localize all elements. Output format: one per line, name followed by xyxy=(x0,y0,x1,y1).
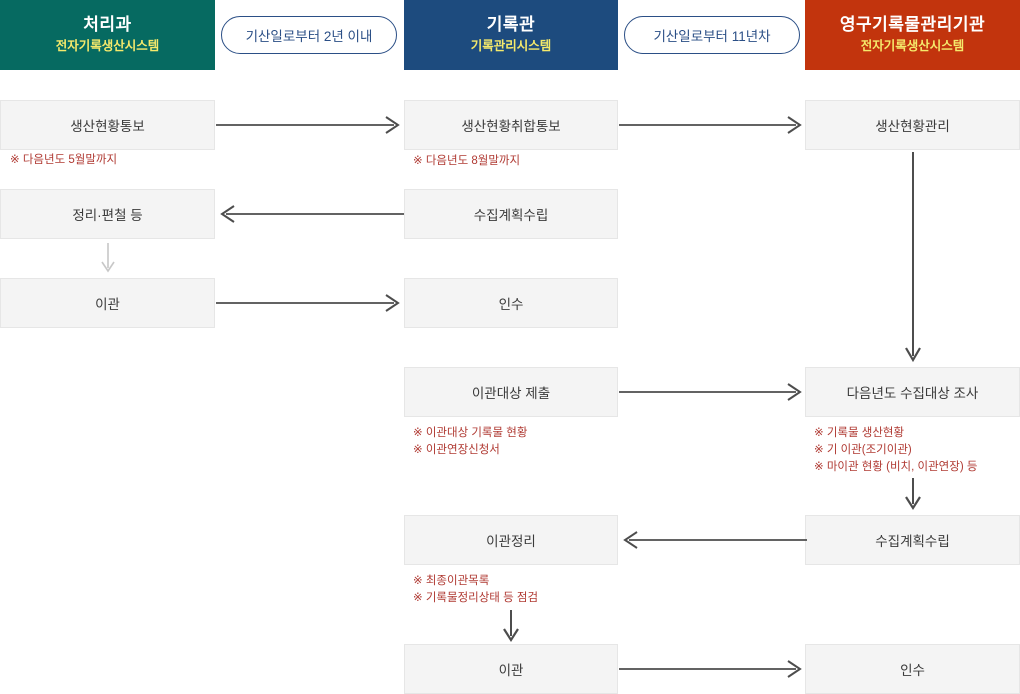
header-column-processing-dept: 처리과 전자기록생산시스템 xyxy=(0,0,215,70)
badge-deadline-11-years: 기산일로부터 11년차 xyxy=(624,16,800,54)
process-box-transfer-mid: 이관 xyxy=(404,644,618,694)
header-column-records-office: 기록관 기록관리시스템 xyxy=(404,0,618,70)
note-line: ※ 마이관 현황 (비치, 이관연장) 등 xyxy=(814,461,978,473)
note-line: ※ 이관대상 기록물 현황 xyxy=(413,427,528,439)
arrow-mid-to-right-row1 xyxy=(619,113,807,137)
arrow-down-right-long xyxy=(903,152,923,364)
arrow-down-right-survey-to-plan xyxy=(903,478,923,512)
note-mid-final-list: ※ 최종이관목록 ※ 기록물정리상태 등 점검 xyxy=(413,573,538,607)
arrow-mid-to-right-row6 xyxy=(619,657,807,681)
note-line: ※ 기록물 생산현황 xyxy=(814,427,905,439)
header-title: 처리과 xyxy=(83,15,132,35)
badge-deadline-2-years: 기산일로부터 2년 이내 xyxy=(221,16,397,54)
arrow-down-left-arrange-to-transfer xyxy=(98,243,118,275)
note-right-survey-items: ※ 기록물 생산현황 ※ 기 이관(조기이관) ※ 마이관 현황 (비치, 이관… xyxy=(814,425,977,476)
header-title: 기록관 xyxy=(486,15,536,35)
header-subtitle: 기록관리시스템 xyxy=(470,38,552,53)
note-line: ※ 기록물정리상태 등 점검 xyxy=(413,592,539,604)
arrow-mid-to-right-row4 xyxy=(619,380,807,404)
note-line: ※ 이관연장신청서 xyxy=(413,444,500,456)
process-box-production-status-report: 생산현황통보 xyxy=(0,100,215,150)
process-box-transfer-left: 이관 xyxy=(0,278,215,328)
header-subtitle: 전자기록생산시스템 xyxy=(860,38,965,53)
arrow-mid-to-left-row2 xyxy=(216,202,404,226)
note-mid-deadline-august: ※ 다음년도 8월말까지 xyxy=(413,155,521,167)
process-box-production-status-management: 생산현황관리 xyxy=(805,100,1020,150)
arrow-right-to-mid-row5 xyxy=(619,528,807,552)
process-box-arrange-compile: 정리·편철 등 xyxy=(0,189,215,239)
process-box-receive-mid: 인수 xyxy=(404,278,618,328)
header-column-permanent-archives: 영구기록물관리기관 전자기록생산시스템 xyxy=(805,0,1020,70)
process-box-next-year-collection-survey: 다음년도 수집대상 조사 xyxy=(805,367,1020,417)
process-box-receive-right: 인수 xyxy=(805,644,1020,694)
arrow-left-to-mid-row1 xyxy=(216,113,404,137)
header-subtitle: 전자기록생산시스템 xyxy=(55,38,160,53)
note-line: ※ 최종이관목록 xyxy=(413,575,490,587)
process-box-aggregated-production-report: 생산현황취합통보 xyxy=(404,100,618,150)
process-box-collection-plan-mid: 수집계획수립 xyxy=(404,189,618,239)
header-title: 영구기록물관리기관 xyxy=(839,15,986,35)
process-box-transfer-organization: 이관정리 xyxy=(404,515,618,565)
arrow-down-mid-organize-to-transfer xyxy=(501,610,521,644)
note-mid-transfer-documents: ※ 이관대상 기록물 현황 ※ 이관연장신청서 xyxy=(413,425,527,459)
process-box-transfer-target-submission: 이관대상 제출 xyxy=(404,367,618,417)
process-box-collection-plan-right: 수집계획수립 xyxy=(805,515,1020,565)
note-line: ※ 기 이관(조기이관) xyxy=(814,444,912,456)
arrow-left-to-mid-row3 xyxy=(216,291,404,315)
note-left-deadline-may: ※ 다음년도 5월말까지 xyxy=(10,154,118,166)
